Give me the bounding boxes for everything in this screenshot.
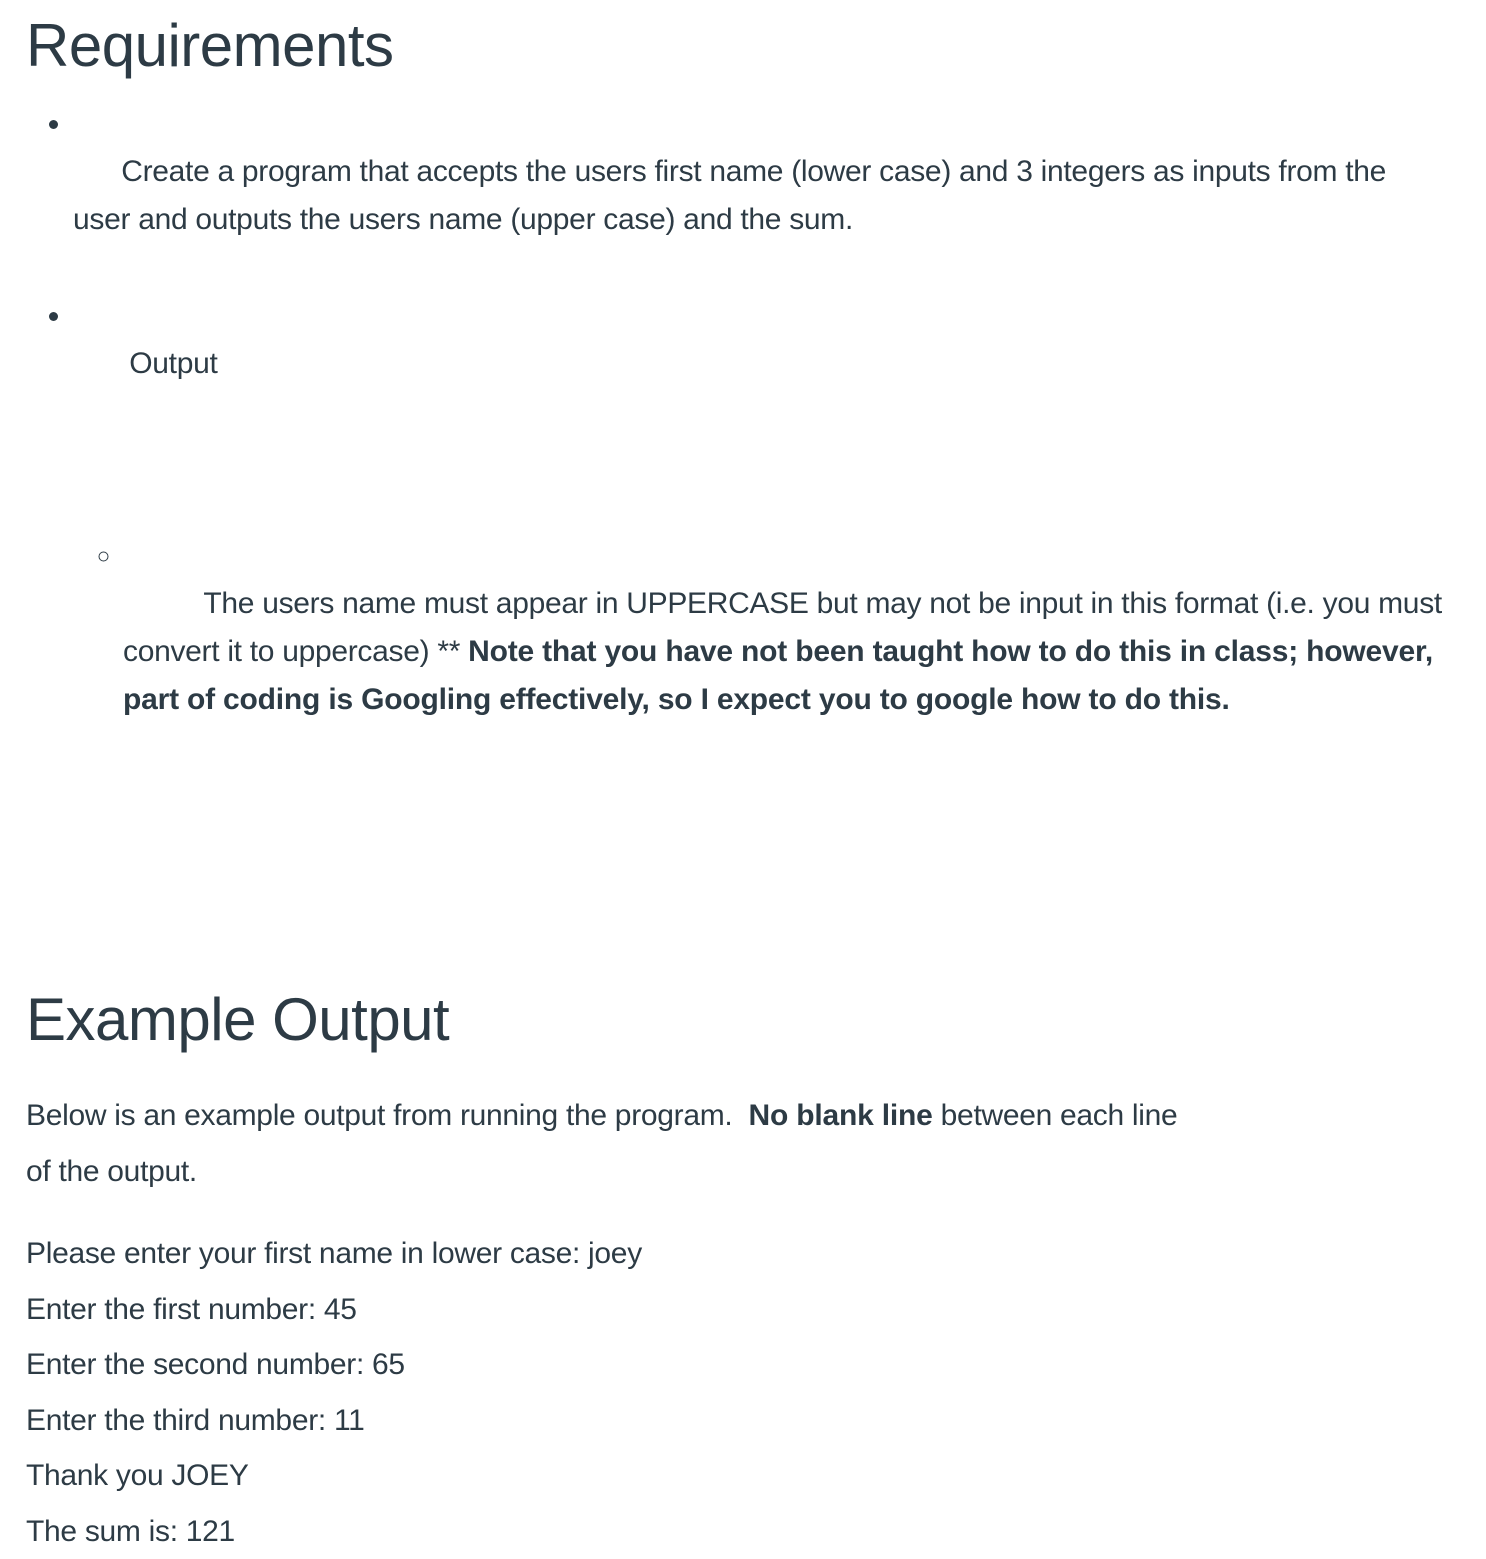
list-item-text: Output bbox=[121, 347, 218, 380]
list-item-output: Output The users name must appear in UPP… bbox=[73, 292, 1486, 964]
requirements-heading: Requirements bbox=[26, 12, 394, 79]
example-intro-paragraph: Below is an example output from running … bbox=[26, 1099, 1178, 1188]
requirements-list: Create a program that accepts the users … bbox=[26, 100, 1486, 964]
content-area: Requirements Create a program that accep… bbox=[26, 13, 1486, 1559]
list-item-text: Create a program that accepts the users … bbox=[73, 155, 1387, 236]
example-output-heading: Example Output bbox=[26, 986, 450, 1053]
requirements-sublist: The users name must appear in UPPERCASE … bbox=[73, 436, 1486, 868]
list-subitem-text: The users name must appear in UPPERCASE … bbox=[123, 587, 1442, 716]
list-subitem-uppercase-note: The users name must appear in UPPERCASE … bbox=[123, 532, 1486, 772]
list-item-create-program: Create a program that accepts the users … bbox=[73, 100, 1486, 292]
program-output-lines: Please enter your first name in lower ca… bbox=[26, 1237, 642, 1548]
page: { "page": { "background_color": "#ffffff… bbox=[0, 0, 1486, 1010]
